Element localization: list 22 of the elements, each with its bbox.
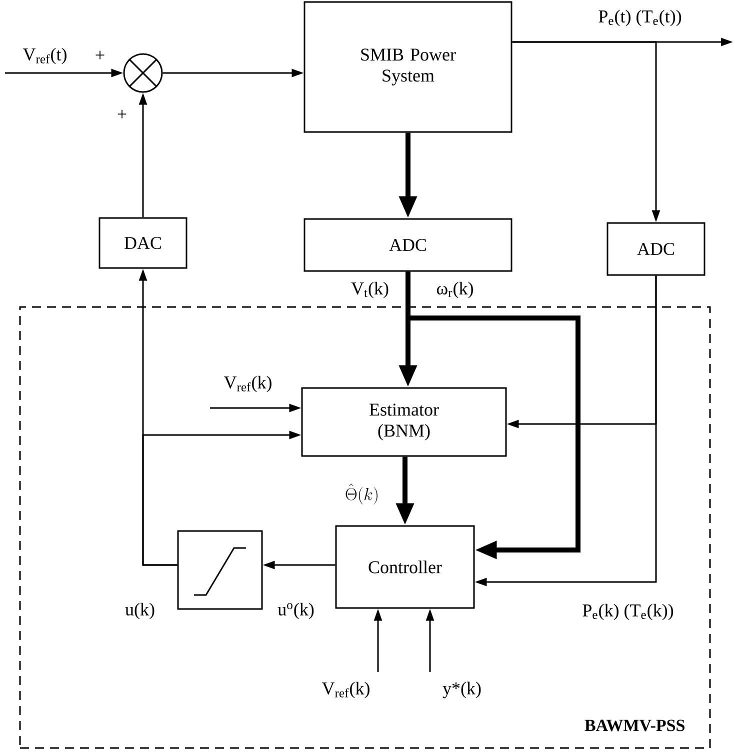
estimator-box: Estimator (BNM) bbox=[301, 387, 507, 457]
edge-label: u$^{o}$(k) bbox=[276, 602, 316, 620]
converter-box: ADC bbox=[304, 218, 512, 272]
edge-label: P$_{e}$(k) (T$_{e}$(k)) bbox=[581, 602, 675, 622]
system-box: SMIB Power System bbox=[304, 1, 512, 133]
edge-label: P$_{e}$(t) (T$_{e}$(t)) bbox=[597, 8, 683, 28]
sign-label: + bbox=[96, 50, 104, 60]
edge-label: V$_{ref}$(k) bbox=[222, 374, 274, 394]
edge-label: V$_{ref}$(k) bbox=[320, 680, 372, 700]
arrow bbox=[406, 272, 580, 560]
edge-label: $\hat{\Theta}(k)$ bbox=[344, 482, 380, 506]
edge-label: ω$_{r}$(k) bbox=[435, 280, 475, 300]
converter-box: ADC bbox=[606, 222, 706, 276]
edge-label: u(k) bbox=[124, 602, 156, 620]
edge-label: y*(k) bbox=[442, 680, 482, 700]
controller-box: Controller bbox=[335, 525, 475, 609]
edge-label: V$_{t}$(k) bbox=[350, 280, 390, 300]
converter-box: DAC bbox=[98, 217, 188, 269]
sign-label: + bbox=[118, 110, 126, 118]
summing-junction bbox=[123, 53, 163, 93]
saturation-block bbox=[177, 530, 263, 610]
edge-label: V$_{ref}$(t) bbox=[22, 46, 68, 66]
